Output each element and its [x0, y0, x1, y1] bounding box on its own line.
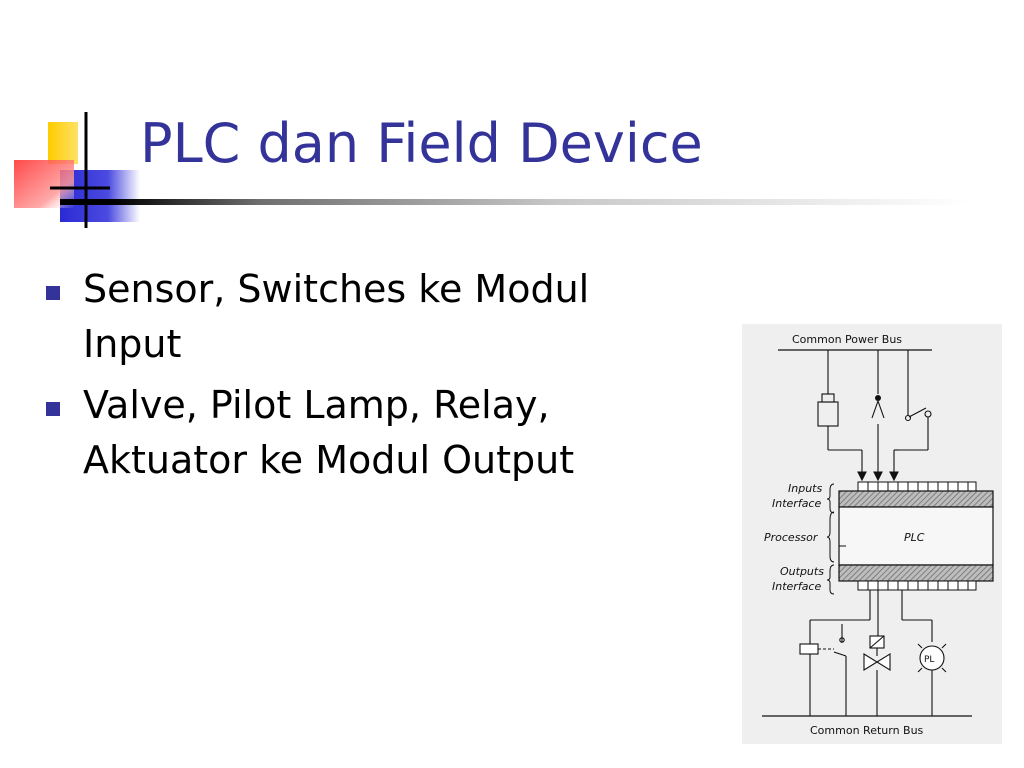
output-terminals [857, 580, 977, 591]
plc-diagram-svg: Common Power Bus [762, 333, 994, 737]
inputs-label: Inputs [788, 482, 822, 495]
bullet-list: Sensor, Switches ke Modul Input Valve, P… [46, 262, 696, 494]
limit-switch-icon [898, 350, 932, 451]
plc-label: PLC [904, 531, 925, 544]
outputs-interface-label: Interface [772, 580, 821, 593]
title-divider [60, 199, 970, 205]
bullet-text: Valve, Pilot Lamp, Relay, Aktuator ke Mo… [83, 383, 575, 482]
processor-label: Processor [764, 531, 819, 544]
common-return-bus-label: Common Return Bus [810, 724, 924, 737]
pilot-lamp-label: PL [924, 655, 934, 665]
plc-body [838, 490, 994, 582]
plc-diagram: Common Power Bus [742, 324, 1002, 744]
solenoid-valve-icon [863, 635, 891, 716]
bullet-square-icon [46, 286, 60, 300]
inputs-interface-label: Interface [772, 497, 821, 510]
sensor-icon [817, 350, 862, 451]
processor-brace-icon [826, 511, 835, 563]
bullet-item: Valve, Pilot Lamp, Relay, Aktuator ke Mo… [46, 378, 696, 488]
output-wiring [809, 590, 933, 644]
logo-yellow-square [48, 122, 78, 164]
input-arrows [857, 424, 899, 482]
input-terminals [857, 481, 977, 492]
bullet-item: Sensor, Switches ke Modul Input [46, 262, 696, 372]
common-power-bus-label: Common Power Bus [792, 333, 902, 346]
inputs-brace-icon [826, 483, 835, 514]
slide-title: PLC dan Field Device [140, 112, 703, 175]
relay-icon [799, 624, 847, 716]
bullet-text: Sensor, Switches ke Modul Input [83, 267, 590, 366]
outputs-label: Outputs [780, 565, 824, 578]
pushbutton-icon [871, 350, 885, 419]
bullet-square-icon [46, 402, 60, 416]
outputs-brace-icon [826, 564, 835, 595]
pilot-lamp-icon [917, 643, 947, 716]
